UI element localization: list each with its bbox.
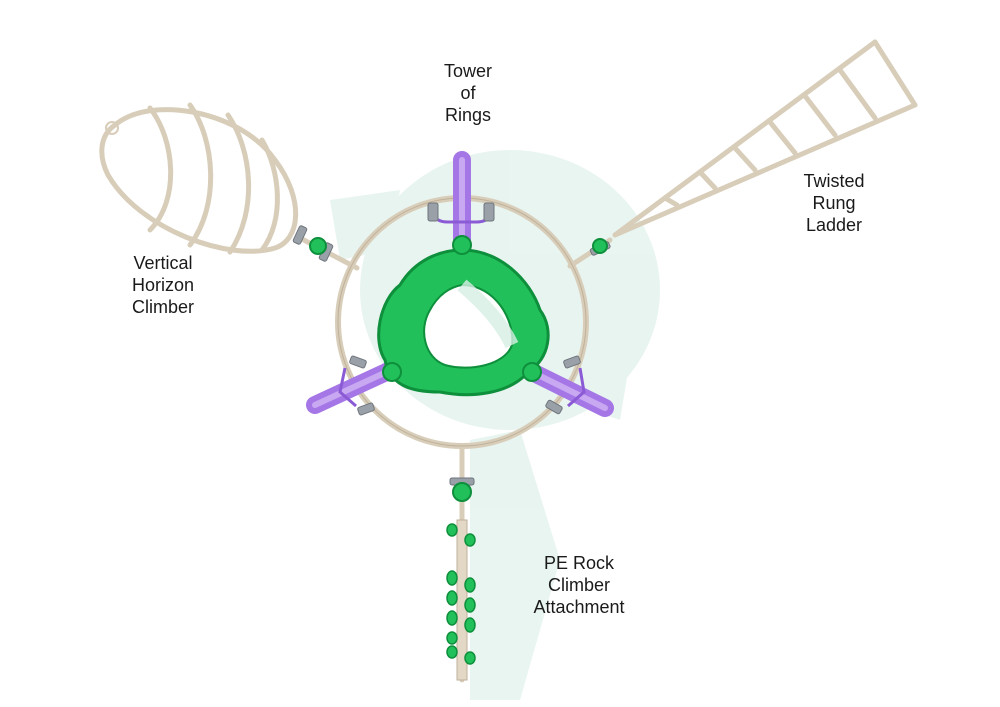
label-line: Twisted — [803, 171, 865, 191]
pe-rock-climber — [446, 519, 476, 681]
label-twisted-rung-ladder: Twisted Rung Ladder — [792, 170, 876, 236]
label-line: PE Rock — [543, 553, 615, 573]
label-pe-rock-climber: PE Rock Climber Attachment — [520, 552, 638, 618]
vertical-horizon-climber — [99, 102, 299, 255]
label-tower-of-rings: Tower of Rings — [436, 60, 500, 126]
label-line: Attachment — [533, 597, 625, 617]
twisted-rung-ladder — [612, 39, 918, 238]
label-vertical-horizon-climber: Vertical Horizon Climber — [118, 252, 208, 318]
label-line: of — [460, 83, 476, 103]
label-line: Tower — [443, 61, 492, 81]
tower-of-rings — [377, 235, 550, 397]
label-line: Ladder — [805, 215, 863, 235]
label-line: Rings — [444, 105, 492, 125]
label-line: Climber — [131, 297, 194, 317]
label-line: Vertical — [133, 253, 193, 273]
label-line: Horizon — [131, 275, 195, 295]
label-line: Rung — [812, 193, 856, 213]
label-line: Climber — [547, 575, 610, 595]
green-caps — [309, 237, 608, 502]
